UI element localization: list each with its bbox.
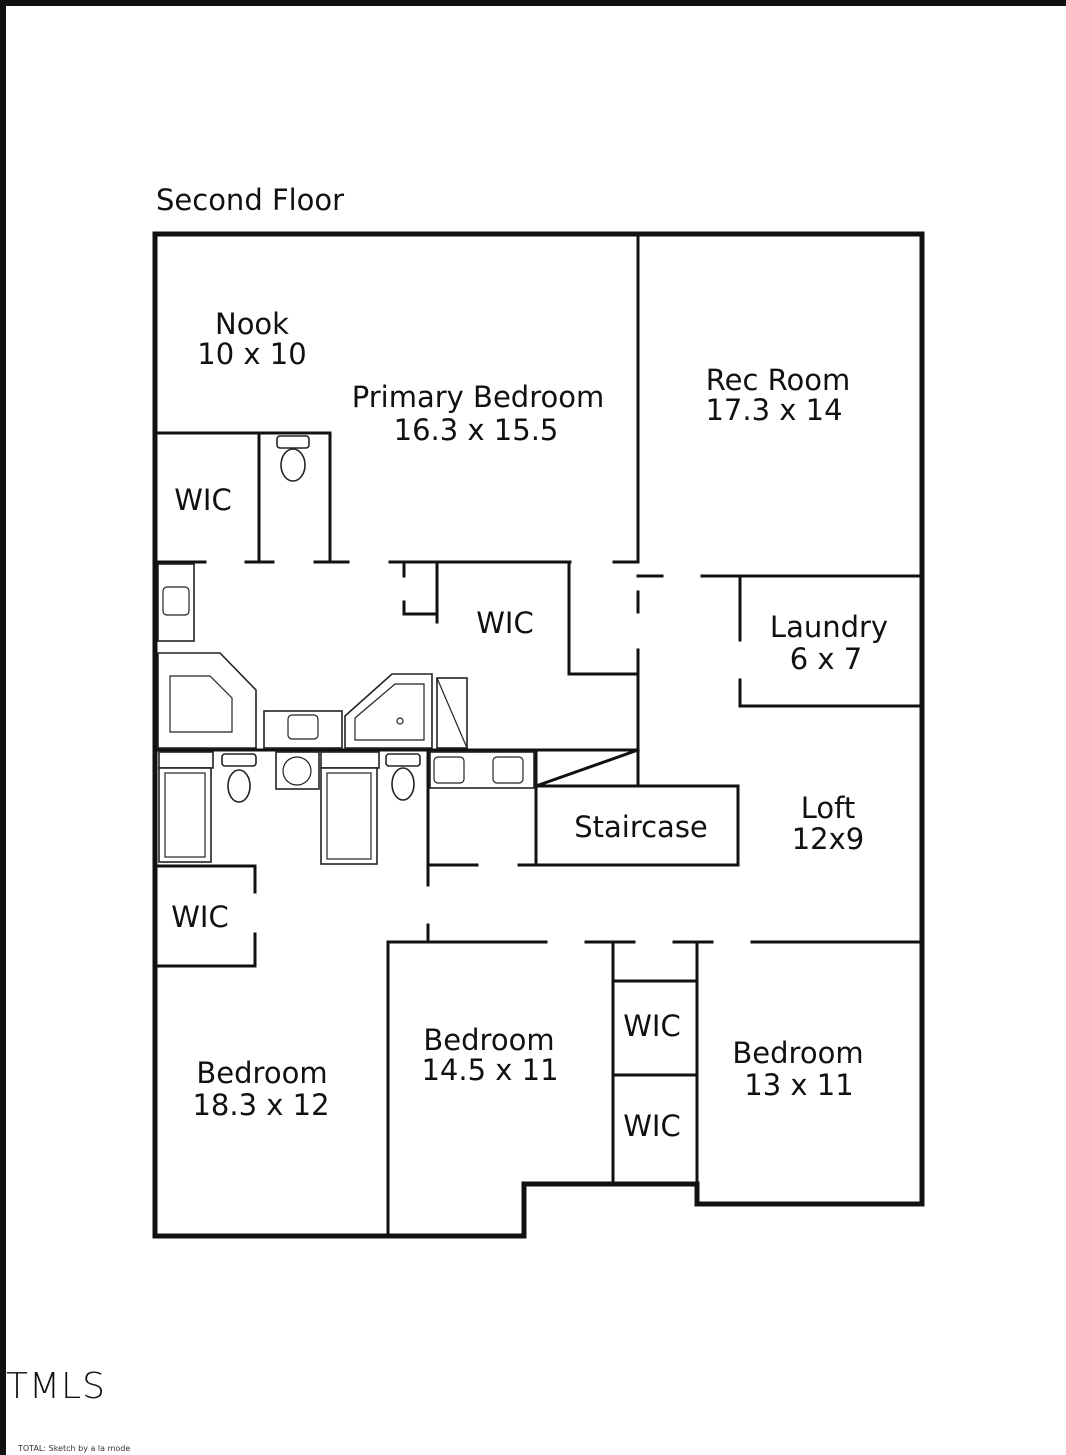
room-bedroom-left-size: 18.3 x 12: [192, 1088, 329, 1122]
room-rec-room-name: Rec Room: [706, 363, 850, 397]
floor-title: Second Floor: [156, 183, 344, 217]
room-bedroom-left-name: Bedroom: [196, 1056, 327, 1090]
room-staircase-name: Staircase: [574, 810, 708, 844]
sketch-footnote: TOTAL: Sketch by a la mode: [18, 1444, 131, 1453]
double-vanity-icon: [429, 751, 535, 789]
room-bedroom-middle-name: Bedroom: [423, 1023, 554, 1057]
room-loft-name: Loft: [801, 791, 855, 825]
room-loft-size: 12x9: [792, 822, 865, 856]
bath-fixtures: [157, 435, 535, 865]
room-wic-left: WIC: [171, 900, 228, 934]
vanity-sink-icon: [263, 710, 343, 749]
room-bedroom-right-name: Bedroom: [732, 1036, 863, 1070]
bathtub-icon: [158, 751, 214, 863]
toilet-icon: [276, 435, 310, 482]
room-wic-lower-stack: WIC: [623, 1109, 680, 1143]
room-laundry-name: Laundry: [770, 610, 888, 644]
room-primary-bedroom-size: 16.3 x 15.5: [394, 413, 559, 447]
room-bedroom-middle-size: 14.5 x 11: [421, 1053, 558, 1087]
bathtub-icon: [157, 652, 257, 749]
closet-door-icon: [436, 677, 468, 749]
room-labels: Nook 10 x 10 Primary Bedroom 16.3 x 15.5…: [171, 307, 888, 1143]
room-laundry-size: 6 x 7: [790, 642, 863, 676]
room-wic-primary: WIC: [476, 606, 533, 640]
sink-icon: [275, 751, 320, 790]
room-nook-name: Nook: [215, 307, 289, 341]
room-wic-upper-stack: WIC: [623, 1009, 680, 1043]
shower-icon: [344, 673, 433, 749]
room-primary-bedroom-name: Primary Bedroom: [352, 380, 604, 414]
toilet-icon: [385, 753, 421, 801]
interior-walls: [155, 232, 924, 1238]
room-rec-room-size: 17.3 x 14: [705, 393, 842, 427]
room-nook-size: 10 x 10: [197, 337, 306, 371]
bathtub-icon: [320, 751, 380, 865]
room-bedroom-right-size: 13 x 11: [744, 1068, 853, 1102]
mls-watermark: TMLS: [6, 1366, 106, 1407]
sink-icon: [157, 563, 195, 642]
room-wic-nook: WIC: [174, 483, 231, 517]
toilet-icon: [221, 753, 257, 803]
